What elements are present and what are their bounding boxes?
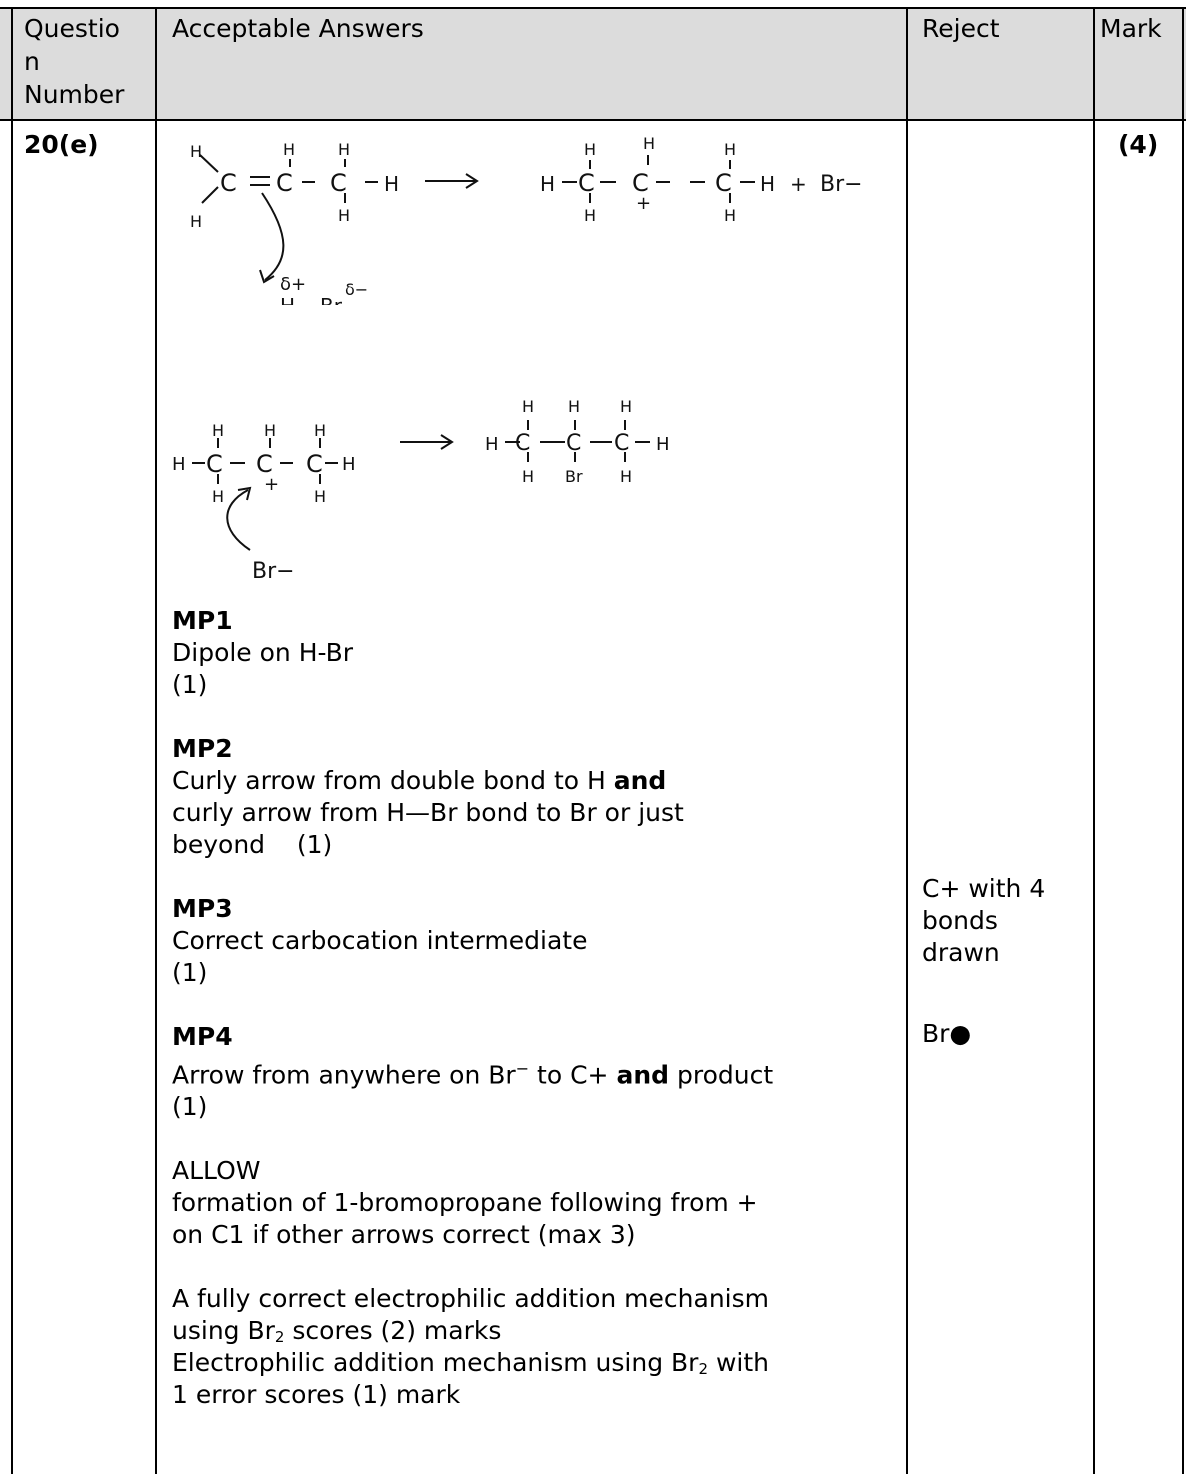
- svg-text:C: C: [206, 450, 223, 478]
- table-top-border: [0, 7, 1186, 9]
- svg-text:H: H: [212, 487, 224, 506]
- mp3-line: Correct carbocation intermediate: [172, 926, 588, 955]
- header-bottom-border: [0, 119, 1186, 121]
- mp4-mark: (1): [172, 1092, 208, 1122]
- mark-cell: (4): [1118, 130, 1159, 159]
- svg-text:H: H: [724, 140, 736, 159]
- mp2-line2: curly arrow from H—Br bond to Br or just: [172, 798, 684, 827]
- mp1-title: MP1: [172, 606, 233, 635]
- mp3-title: MP3: [172, 894, 233, 923]
- svg-text:C: C: [330, 169, 347, 197]
- svg-text:H: H: [724, 206, 736, 225]
- mp3-mark: (1): [172, 958, 208, 987]
- svg-text:C: C: [715, 169, 732, 197]
- svg-text:C: C: [578, 169, 595, 197]
- svg-text:H: H: [584, 206, 596, 225]
- svg-text:H: H: [280, 294, 295, 305]
- acceptable-answers-text: MP1 Dipole on H-Br (1) MP2 Curly arrow f…: [172, 605, 892, 1411]
- header-acceptable-answers: Acceptable Answers: [172, 14, 424, 43]
- svg-text:H: H: [338, 206, 350, 225]
- svg-text:H: H: [384, 172, 399, 196]
- svg-text:C: C: [256, 450, 273, 478]
- svg-text:C: C: [515, 431, 530, 456]
- svg-text:C: C: [306, 450, 323, 478]
- br2-line3: Electrophilic addition mechanism using B…: [172, 1348, 769, 1379]
- table-left-border: [11, 7, 13, 1474]
- svg-text:C: C: [632, 169, 649, 197]
- svg-text:H: H: [342, 454, 356, 475]
- svg-text:H: H: [212, 421, 224, 440]
- svg-text:H: H: [522, 467, 534, 486]
- svg-text:δ−: δ−: [345, 280, 368, 299]
- mp4-line1: Arrow from anywhere on Br− to C+ and pro…: [172, 1059, 774, 1090]
- reject-line-2: bonds: [922, 906, 998, 935]
- svg-text:H: H: [190, 142, 202, 161]
- br2-line4: 1 error scores (1) mark: [172, 1380, 461, 1410]
- svg-text:H: H: [522, 397, 534, 416]
- svg-text:H: H: [643, 134, 655, 153]
- svg-text:H: H: [190, 212, 202, 231]
- column-divider-1: [155, 7, 157, 1474]
- allow-line2: on C1 if other arrows correct (max 3): [172, 1220, 636, 1250]
- svg-text:H: H: [314, 487, 326, 506]
- svg-text:H: H: [584, 140, 596, 159]
- svg-text:Br−: Br−: [820, 172, 863, 197]
- table-right-border: [1182, 7, 1184, 1474]
- mp2-line3: beyond (1): [172, 830, 333, 859]
- svg-text:C: C: [566, 431, 581, 456]
- svg-text:H: H: [283, 140, 295, 159]
- svg-text:H: H: [172, 454, 186, 475]
- svg-text:+: +: [636, 193, 651, 214]
- reject-line-3: drawn: [922, 938, 1000, 967]
- br2-line2: using Br2 scores (2) marks: [172, 1316, 502, 1347]
- reject-line-1: C+ with 4: [922, 874, 1046, 903]
- svg-text:+: +: [264, 474, 279, 495]
- header-mark: Mark: [1100, 14, 1162, 43]
- mp1-line: Dipole on H-Br: [172, 638, 354, 667]
- svg-text:H: H: [264, 421, 276, 440]
- svg-text:Br: Br: [565, 467, 583, 486]
- svg-text:H: H: [620, 397, 632, 416]
- svg-text:Br: Br: [320, 294, 343, 305]
- mp1-mark: (1): [172, 670, 208, 699]
- header-reject: Reject: [922, 14, 1000, 43]
- reject-br-radical: Br●: [922, 1019, 972, 1048]
- svg-text:H: H: [568, 397, 580, 416]
- svg-text:H: H: [540, 172, 555, 196]
- mechanism-step2-sketch: H C H H C H + C H H H Br− H C H H C H Br…: [172, 397, 670, 584]
- svg-text:C: C: [276, 169, 293, 197]
- svg-text:H: H: [620, 467, 632, 486]
- svg-text:δ+: δ+: [280, 274, 306, 295]
- svg-text:H: H: [314, 421, 326, 440]
- header-question-number: Questio n Number: [24, 14, 125, 109]
- reject-text: C+ with 4 bonds drawn: [922, 873, 1045, 969]
- br2-line1: A fully correct electrophilic addition m…: [172, 1284, 769, 1314]
- allow-title: ALLOW: [172, 1156, 261, 1186]
- svg-text:H: H: [485, 434, 499, 455]
- svg-text:C: C: [220, 169, 237, 197]
- svg-text:H: H: [338, 140, 350, 159]
- mp4-title: MP4: [172, 1022, 233, 1051]
- table-header-row: [0, 8, 1186, 120]
- column-divider-3: [1093, 7, 1095, 1474]
- mechanism-step1-sketch: H H C C H C H H H δ+ H Br δ− H C H H C H…: [190, 134, 863, 305]
- svg-text:Br−: Br−: [252, 559, 295, 584]
- svg-text:C: C: [614, 431, 629, 456]
- svg-text:+: +: [790, 172, 807, 196]
- svg-text:H: H: [656, 434, 670, 455]
- allow-line1: formation of 1-bromopropane following fr…: [172, 1188, 758, 1218]
- column-divider-2: [906, 7, 908, 1474]
- svg-text:H: H: [760, 172, 775, 196]
- mp2-line1: Curly arrow from double bond to H and: [172, 766, 667, 795]
- mp2-title: MP2: [172, 734, 233, 763]
- question-number-cell: 20(e): [24, 130, 99, 159]
